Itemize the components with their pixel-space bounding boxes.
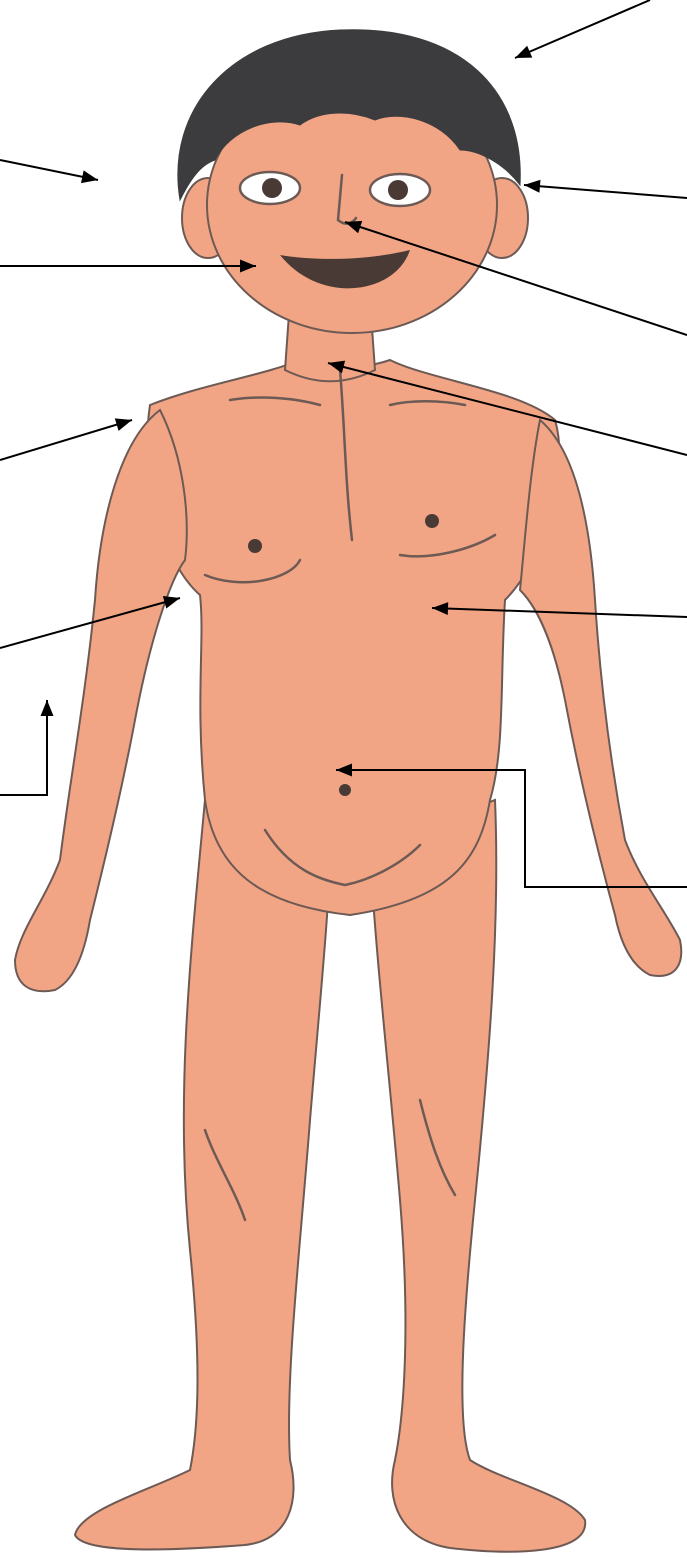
arrow-elbow-head: [163, 596, 180, 609]
left-nipple: [248, 539, 262, 553]
arrow-forearm: [0, 700, 54, 795]
arrow-shoulder-head: [115, 418, 132, 430]
navel: [339, 784, 351, 796]
arrow-ear: [524, 180, 687, 198]
right-arm: [520, 420, 681, 976]
left-arm: [15, 410, 187, 991]
left-leg: [75, 800, 330, 1549]
arrow-hair-line: [515, 0, 650, 58]
arrow-cheek: [0, 260, 256, 273]
arrow-shoulder: [0, 418, 132, 460]
arrow-ear-line: [524, 185, 687, 198]
arrow-forearm-line: [0, 700, 47, 795]
left-pupil: [262, 178, 282, 198]
arrow-head: [0, 160, 98, 183]
arrow-hair-head: [515, 46, 532, 58]
arrow-forearm-head: [41, 700, 54, 716]
arrow-shoulder-line: [0, 420, 132, 460]
body: [15, 77, 681, 1552]
right-leg: [370, 800, 585, 1552]
right-nipple: [425, 514, 439, 528]
right-pupil: [388, 180, 408, 200]
arrow-ear-head: [524, 180, 540, 193]
arrow-head-head: [81, 170, 98, 183]
arrow-hair: [515, 0, 650, 58]
